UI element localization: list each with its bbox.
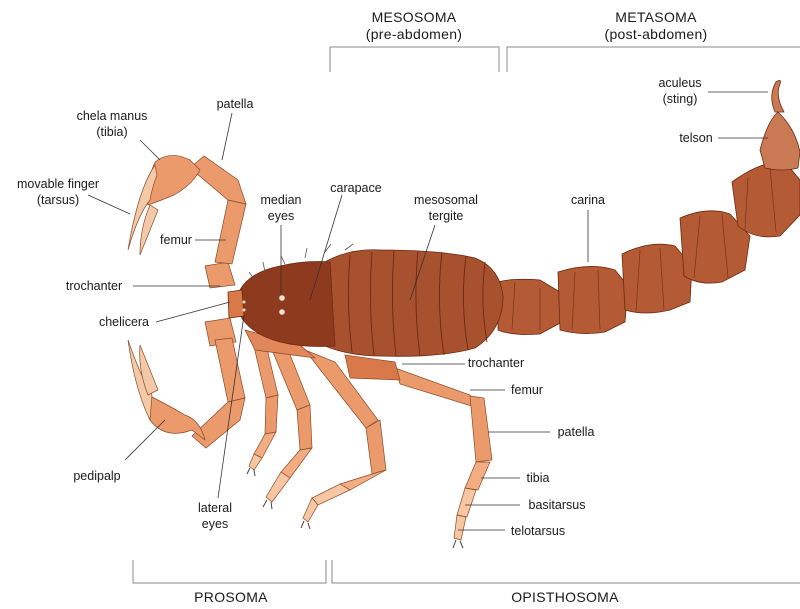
- label-carapace: carapace: [330, 181, 381, 195]
- metasoma-bracket: [507, 47, 800, 72]
- leg-3-patella: [366, 420, 386, 474]
- label-median-eyes-2: eyes: [268, 209, 294, 223]
- mesosoma-body: [325, 250, 503, 357]
- leader-chelicera: [156, 302, 230, 322]
- label-mesosomal-tergite-2: tergite: [429, 209, 464, 223]
- metasoma-seg-1: [498, 279, 562, 334]
- label-telson: telson: [679, 131, 712, 145]
- label-chela-manus-1: chela manus: [77, 109, 148, 123]
- leg-2-claw: [263, 500, 272, 509]
- label-patella-right: patella: [558, 425, 595, 439]
- label-tibia: tibia: [527, 471, 550, 485]
- label-lateral-eyes-1: lateral: [198, 501, 232, 515]
- leg-4-femur: [395, 368, 478, 408]
- lower-femur: [215, 338, 245, 402]
- leader-chela-manus: [140, 140, 160, 160]
- label-lateral-eyes-2: eyes: [202, 517, 228, 531]
- label-trochanter-left: trochanter: [66, 279, 122, 293]
- label-femur-left: femur: [160, 233, 192, 247]
- leg-4-patella: [470, 396, 492, 462]
- lateral-eye-1: [243, 301, 246, 304]
- upper-fixed-finger: [140, 205, 158, 255]
- mesosoma-subtitle: (pre-abdomen): [366, 26, 463, 42]
- median-eye-1: [279, 295, 285, 301]
- leg-3-tarsus: [312, 484, 350, 505]
- leader-patella-top: [222, 113, 232, 160]
- opisthosoma-bracket: [332, 560, 800, 583]
- metasoma-seg-5: [732, 162, 800, 237]
- metasoma-seg-2: [558, 266, 628, 333]
- upper-patella: [190, 156, 246, 204]
- label-patella-top: patella: [217, 97, 254, 111]
- label-trochanter-right: trochanter: [468, 356, 524, 370]
- lateral-eye-2: [243, 309, 246, 312]
- leader-movable-finger: [88, 195, 130, 214]
- leg-1-tibia: [254, 432, 276, 458]
- label-carina: carina: [571, 193, 605, 207]
- label-median-eyes-1: median: [261, 193, 302, 207]
- prosoma-title: PROSOMA: [194, 589, 268, 605]
- label-telotarsus: telotarsus: [511, 524, 565, 538]
- mesosoma: [325, 250, 503, 357]
- median-eye-2: [279, 309, 285, 315]
- mesosoma-title: MESOSOMA: [372, 9, 457, 25]
- label-aculeus-2: (sting): [663, 92, 698, 106]
- upper-trochanter: [205, 262, 235, 288]
- lower-patella: [192, 398, 245, 448]
- lower-chela-manus: [147, 395, 205, 440]
- leg-4-telotarsus: [454, 515, 466, 540]
- telson-vesicle: [760, 112, 800, 170]
- walking-legs: [245, 330, 492, 548]
- label-movable-finger-1: movable finger: [17, 177, 99, 191]
- label-chelicera: chelicera: [99, 315, 149, 329]
- label-chela-manus-2: (tibia): [96, 125, 127, 139]
- leg-1-patella: [265, 395, 278, 434]
- leg-4-trochanter: [345, 355, 400, 380]
- aculeus-sting: [772, 80, 784, 112]
- label-mesosomal-tergite-1: mesosomal: [414, 193, 478, 207]
- chelicera-shape: [228, 290, 244, 318]
- opisthosoma-title: OPISTHOSOMA: [511, 589, 619, 605]
- leg-4-basitarsus: [457, 488, 476, 517]
- label-movable-finger-2: (tarsus): [37, 193, 79, 207]
- metasoma-title: METASOMA: [615, 9, 697, 25]
- metasoma-seg-3: [622, 244, 692, 313]
- leg-4-tibia: [465, 462, 490, 490]
- leg-4-claw: [453, 540, 463, 548]
- leg-2-tarsus: [266, 472, 290, 502]
- prosoma-bracket: [133, 560, 326, 583]
- label-aculeus-1: aculeus: [658, 76, 701, 90]
- upper-femur: [215, 200, 246, 264]
- mesosoma-bracket: [330, 47, 499, 72]
- label-femur-right: femur: [511, 383, 543, 397]
- leg-3-claw: [301, 521, 310, 529]
- leg-2-tibia: [281, 448, 312, 478]
- label-pedipalp: pedipalp: [73, 469, 120, 483]
- label-basitarsus: basitarsus: [529, 498, 586, 512]
- leg-2-patella: [297, 405, 312, 450]
- leader-pedipalp: [125, 420, 165, 460]
- metasoma-subtitle: (post-abdomen): [604, 26, 707, 42]
- metasoma-tail: [498, 80, 800, 334]
- leg-3-tibia: [340, 470, 386, 490]
